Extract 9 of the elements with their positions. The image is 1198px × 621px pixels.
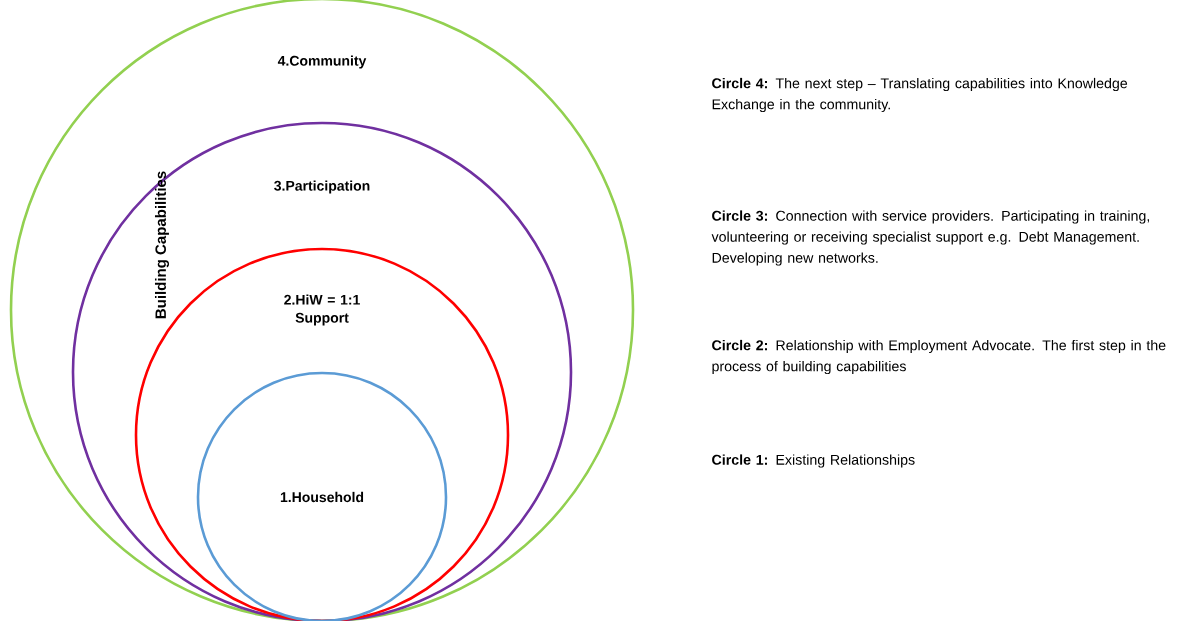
circle-label: 4.Community bbox=[277, 55, 367, 69]
circle-label: 3.Participation bbox=[274, 180, 370, 194]
circle-label: 1.Household bbox=[280, 491, 364, 503]
circle-label: 2.HiW = 1:1 Support bbox=[284, 294, 360, 326]
description: Circle 3: Connection with service providers. Participating in training, volunteering or receiving specialist support e.g. Debt Management. Developing new networks. bbox=[711, 210, 1149, 266]
description: Circle 2: Relationship with Employment Advocate. The first step in the process of building capabilities bbox=[712, 339, 1166, 375]
description: Circle 4: The next step – Translating capabilities into Knowledge Exchange in the community. bbox=[712, 77, 1128, 113]
side-label: Building Capabilities bbox=[155, 171, 170, 319]
description: Circle 1: Existing Relationships bbox=[712, 454, 915, 468]
